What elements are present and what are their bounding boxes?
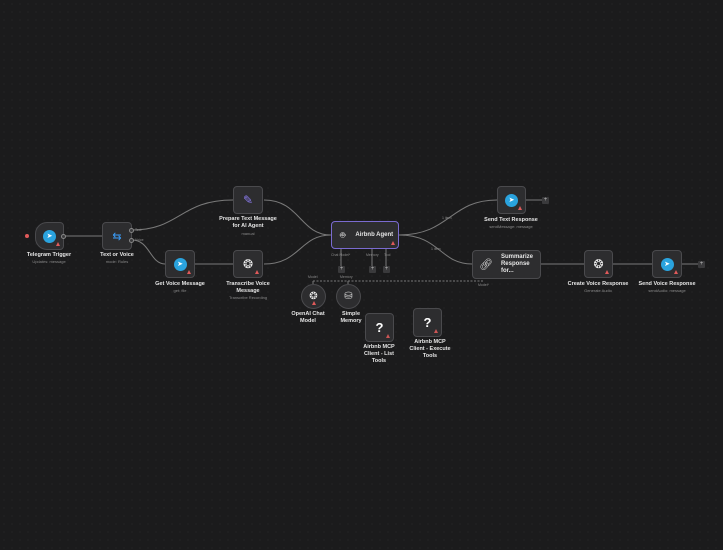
node-title: Get Voice Message [155,281,205,287]
output-port-voice[interactable] [129,238,134,243]
database-icon: ⛁ [344,291,353,302]
warning-icon [434,329,438,333]
node-title: Text or Voice [100,252,134,258]
unknown-node-icon: ? [423,315,432,330]
node-subtitle: get: file [173,288,187,293]
openai-icon: ❂ [242,257,254,271]
edge-agent-summarize [398,234,473,265]
node-create-voice[interactable]: ❂ [584,250,613,278]
node-prepare-text[interactable]: ✎ [233,186,263,214]
node-title: Create Voice Response [567,281,629,287]
node-subtitle: sendMessage: message [489,224,533,229]
warning-icon [187,270,191,274]
node-title: Airbnb Agent [355,231,394,238]
node-send-text[interactable]: ➤ [497,186,526,214]
add-tool-button[interactable]: + [383,266,390,273]
node-mcp-list-tools[interactable]: ? [365,313,394,342]
node-title: Send Voice Response [638,281,696,287]
node-title: Telegram Trigger [26,252,72,258]
unknown-node-icon: ? [375,320,384,335]
output-label-voice: Voice [135,238,144,242]
node-title: Airbnb MCP Client - Execute Tools [409,339,451,359]
warning-icon [518,206,522,210]
port-label-memory: Memory [340,275,353,279]
link-icon: 🔗︎ [479,259,493,271]
node-telegram-trigger[interactable]: ➤ [35,222,64,250]
edge-prepare-agent [263,199,332,236]
warning-icon [312,301,316,305]
node-title: OpenAI Chat Model [291,311,325,324]
node-get-voice[interactable]: ➤ [165,250,195,278]
edge-transcribe-agent [263,234,332,265]
warning-icon [56,242,60,246]
warning-icon [386,334,390,338]
output-port[interactable] [61,234,66,239]
node-text-or-voice[interactable]: ⇆ [102,222,132,250]
port-label-chat-model: Chat Model* [331,253,351,257]
add-chat-model-button[interactable]: + [338,266,345,273]
node-title: Simple Memory [340,311,362,324]
port-label-tool: Tool [384,253,391,257]
add-memory-button[interactable]: + [369,266,376,273]
add-node-button[interactable]: + [542,197,549,204]
output-label-text: Text [135,228,142,232]
node-mcp-execute-tools[interactable]: ? [413,308,442,337]
node-title: Prepare Text Message for AI Agent [219,216,277,229]
node-title: Transcribe Voice Message [226,281,270,294]
openai-icon: ❂ [593,257,604,271]
edge-label: 1 item [442,216,452,220]
robot-icon: 🤖︎ [340,229,346,240]
node-openai-chat-model[interactable]: ❂ [301,284,326,309]
port-label-model: Model [308,275,318,279]
openai-icon: ❂ [309,291,318,302]
telegram-icon: ➤ [43,229,56,243]
warning-icon [391,241,395,245]
node-transcribe[interactable]: ❂ [233,250,263,278]
add-node-button[interactable]: + [698,261,705,268]
pencil-icon: ✎ [242,193,254,207]
node-simple-memory[interactable]: ⛁ [336,284,361,309]
node-airbnb-agent[interactable]: 🤖︎ Airbnb Agent [331,221,399,249]
node-subtitle: mode: Rules [105,259,129,264]
node-subtitle: Updates: message [32,259,66,264]
edge-label: 1 item [431,247,441,251]
telegram-icon: ➤ [505,193,518,207]
output-port-text[interactable] [129,228,134,233]
node-summarize[interactable]: 🔗︎ Summarize Response for... [472,250,541,279]
node-title: Summarize Response for... [500,254,533,274]
node-title: Send Text Response [484,217,538,223]
edge-switch-prepare [131,199,234,231]
edge-switch-getvoice [131,239,166,265]
node-subtitle: Transcribe Recording [228,295,268,300]
port-label-memory: Memory [366,253,379,257]
node-send-voice[interactable]: ➤ [652,250,682,278]
node-subtitle: Generate Audio [584,288,612,293]
warning-icon [674,270,678,274]
telegram-icon: ➤ [173,257,187,271]
edge-agent-sendtext [398,199,498,236]
node-title: Airbnb MCP Client - List Tools [363,344,395,364]
signpost-icon: ⇆ [112,230,122,243]
node-subtitle: manual [241,231,255,236]
node-subtitle: sendAudio: message [648,288,686,293]
warning-icon [605,270,609,274]
warning-icon [255,270,259,274]
telegram-icon: ➤ [660,257,674,271]
trigger-indicator [25,234,29,238]
port-label-model: Model* [478,283,489,287]
